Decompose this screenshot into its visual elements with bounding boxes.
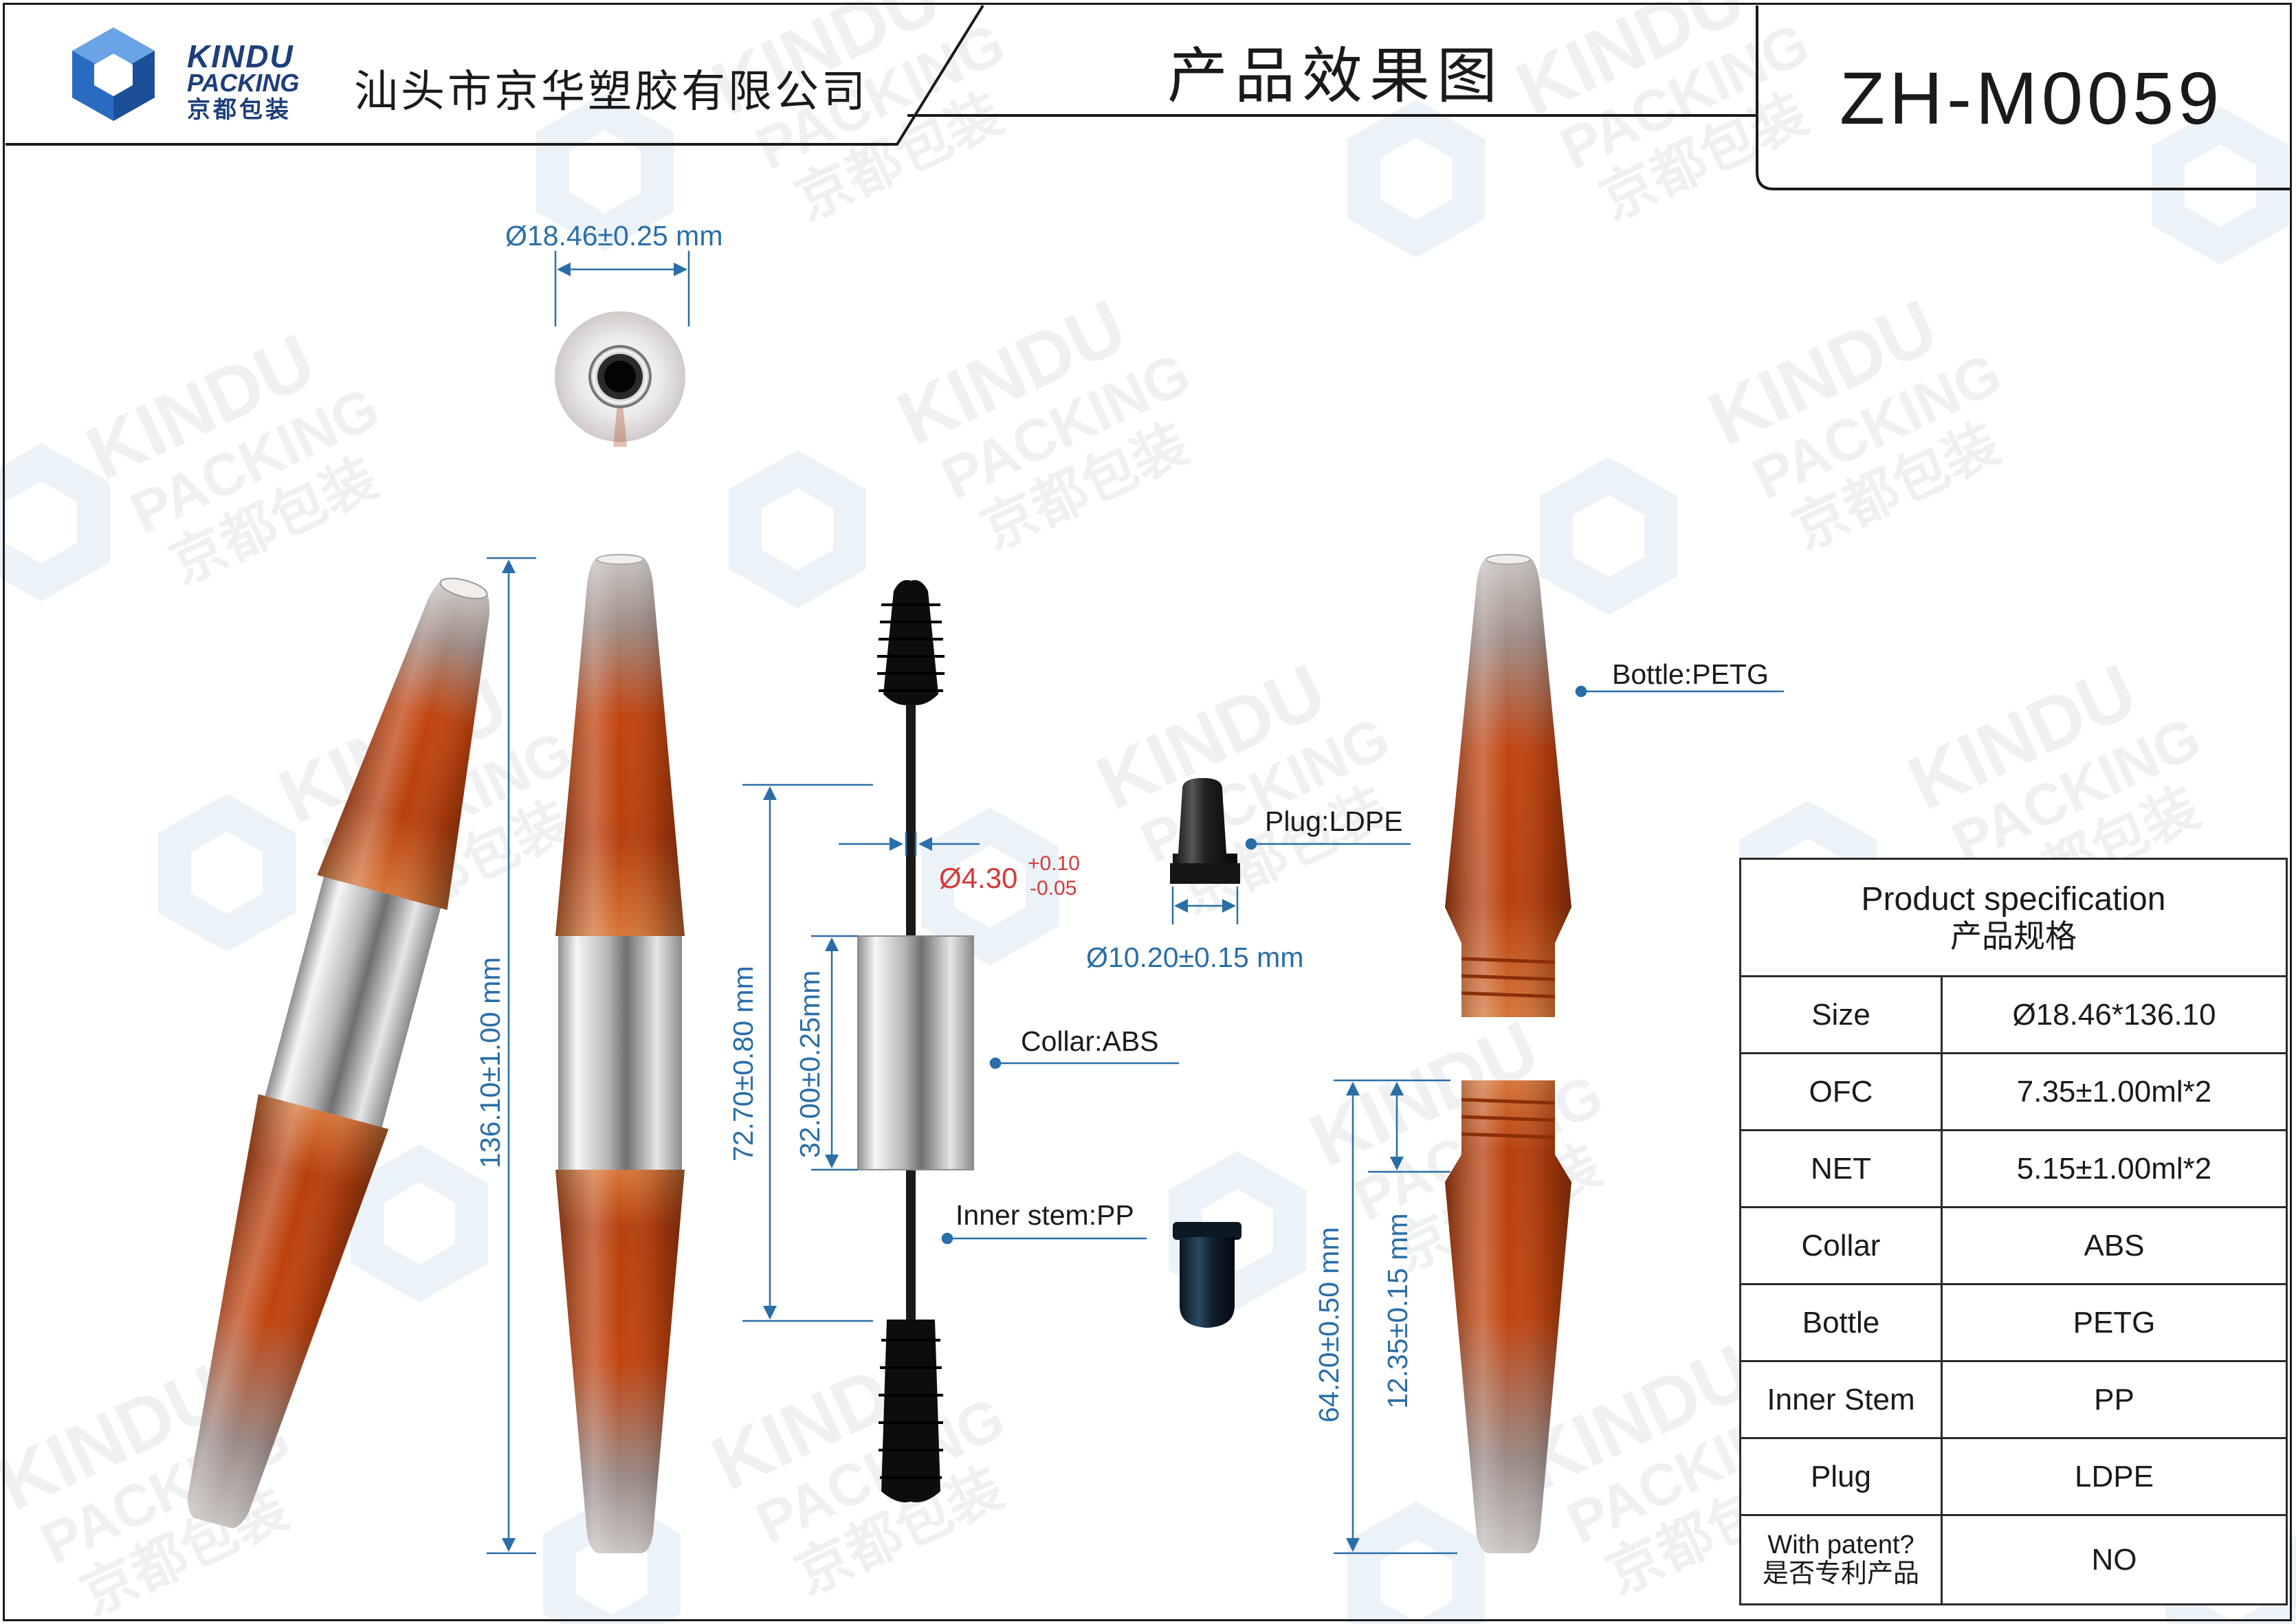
spec-patent-key: With patent? 是否专利产品 [1739,1514,1943,1605]
dimension-lines [487,251,1457,1555]
bottle-material-label: Bottle:PETG [1612,658,1769,690]
brand-subname: PACKING [187,69,300,97]
top-diameter-label: Ø18.46±0.25 mm [505,220,723,252]
stem-tolerance-plus: +0.10 [1028,852,1080,875]
spec-key: OFC [1739,1052,1943,1131]
plug-diameter-label: Ø10.20±0.15 mm [1086,942,1304,973]
collar-height-label: 32.00±0.25mm [794,970,826,1158]
stem-tolerance-minus: -0.05 [1030,877,1077,900]
spec-value: ABS [1941,1206,2288,1285]
brand-logo-icon [72,27,155,121]
spec-title-row: Product specification 产品规格 [1739,858,2288,977]
company-name: 汕头市京华塑胶有限公司 [354,67,868,116]
bottle-upper-render [1445,554,1571,1017]
total-height-label: 136.10±1.00 mm [474,957,506,1168]
doc-title: 产品效果图 [1167,42,1505,110]
model-code: ZH-M0059 [1840,56,2224,140]
collar-render [857,935,974,1170]
spec-value: 5.15±1.00ml*2 [1941,1129,2288,1208]
spec-key: Size [1739,975,1943,1054]
spec-key: Inner Stem [1739,1360,1943,1439]
plug-render [1170,778,1240,884]
callout-leaders [941,685,1784,1245]
stem-diameter-label: Ø4.30 [939,862,1018,894]
brand-name-cn: 京都包装 [187,97,291,123]
inner-stem-render [1173,1222,1241,1328]
plug-material-label: Plug:LDPE [1265,805,1403,837]
bottle-lower-render [1445,1080,1571,1553]
page-border [3,3,2292,1621]
front-bottle-render [555,554,685,1553]
header-frame [5,4,2291,190]
inner-stem-material-label: Inner stem:PP [956,1199,1134,1231]
bottle-half-height-label: 64.20±0.50 mm [1313,1227,1345,1423]
spec-patent-row: With patent? 是否专利产品 NO [1739,1514,2288,1605]
tilted-bottle-render [188,577,490,1529]
spec-value: PETG [1941,1283,2288,1362]
spec-title-en: Product specification [1861,880,2166,917]
spec-value: Ø18.46*136.10 [1941,975,2288,1054]
spec-value: 7.35±1.00ml*2 [1941,1052,2288,1131]
spec-value: LDPE [1941,1437,2288,1516]
spec-key: Bottle [1739,1283,1943,1362]
patent-key-cn: 是否专利产品 [1762,1559,1919,1588]
stem-length-label: 72.70±0.80 mm [727,966,759,1161]
brand-name: KINDU [187,38,294,74]
patent-key-en: With patent? [1767,1530,1914,1559]
spec-key: Collar [1739,1206,1943,1285]
spec-key: NET [1739,1129,1943,1208]
spec-key: Plug [1739,1437,1943,1516]
spec-patent-value: NO [1941,1514,2288,1605]
top-view-cap [555,311,685,447]
spec-value: PP [1941,1360,2288,1439]
spec-title-cn: 产品规格 [1950,918,2077,955]
neck-height-label: 12.35±0.15 mm [1382,1213,1413,1409]
collar-material-label: Collar:ABS [1021,1025,1159,1057]
